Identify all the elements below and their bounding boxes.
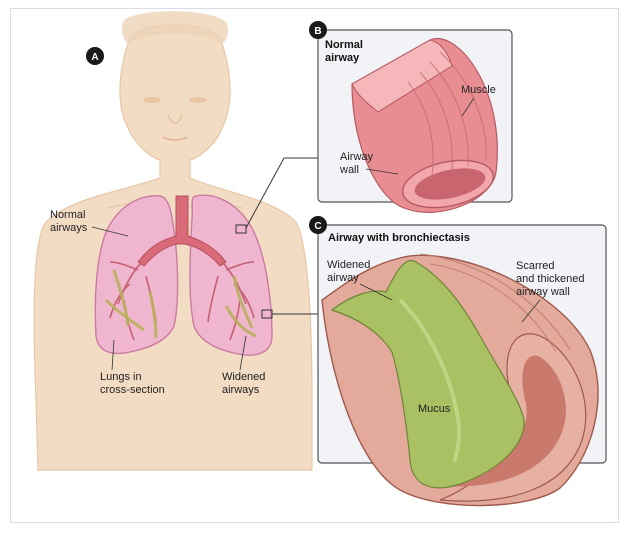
badge-c: C	[309, 216, 327, 234]
panel-b: Normal airway Muscle Airway wall B	[309, 21, 512, 215]
label-scarred-line1: Scarred	[516, 260, 555, 272]
label-airway-wall-line1: Airway	[340, 151, 374, 163]
label-airway-wall-line2: wall	[339, 164, 359, 176]
panel-c: Airway with bronchiectasis Widened airwa…	[309, 216, 606, 506]
badge-b-text: B	[314, 26, 321, 37]
label-widened-airway-line1: Widened	[327, 259, 370, 271]
label-scarred-line2: and thickened	[516, 273, 585, 285]
badge-b: B	[309, 21, 327, 39]
label-muscle: Muscle	[461, 84, 496, 96]
badge-a: A	[86, 47, 104, 65]
panel-b-title-line2: airway	[325, 52, 360, 64]
label-widened-airways-line1: Widened	[222, 371, 265, 383]
label-lungs-line1: Lungs in	[100, 371, 142, 383]
label-mucus: Mucus	[418, 403, 451, 415]
label-lungs-line2: cross-section	[100, 384, 165, 396]
label-widened-airways-line2: airways	[222, 384, 260, 396]
badge-a-text: A	[91, 52, 98, 63]
panel-b-title-line1: Normal	[325, 39, 363, 51]
label-scarred-line3: airway wall	[516, 286, 570, 298]
label-widened-airway-line2: airway	[327, 272, 359, 284]
label-normal-airways-line2: airways	[50, 222, 88, 234]
label-normal-airways-line1: Normal	[50, 209, 85, 221]
panel-c-title: Airway with bronchiectasis	[328, 232, 470, 244]
badge-c-text: C	[314, 221, 321, 232]
